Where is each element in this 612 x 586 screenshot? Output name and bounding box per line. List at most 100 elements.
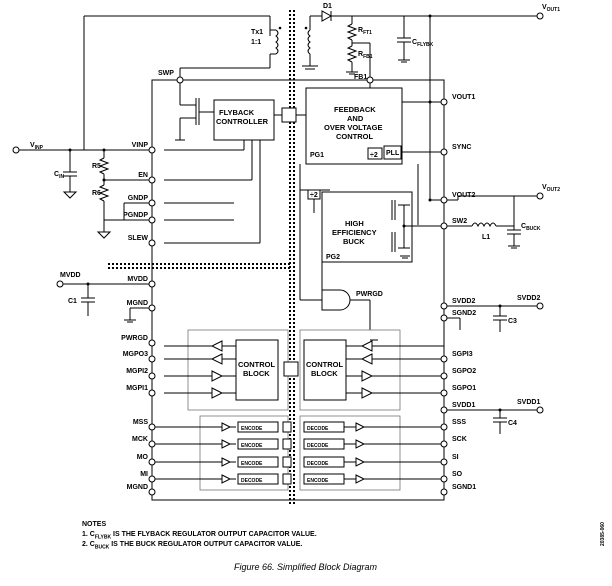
left-pin	[148, 339, 156, 347]
resistor-r5	[98, 157, 110, 175]
label-ratio: 1:1	[251, 39, 261, 46]
right-pin	[440, 314, 448, 322]
left-pin-label: SLEW	[128, 235, 149, 242]
right-pin-label: SGND2	[452, 310, 476, 317]
left-pin-label: MGPI2	[126, 368, 148, 375]
secondary-control-title-1: CONTROL	[306, 360, 343, 369]
vinp-terminal	[12, 146, 20, 154]
label-div2-b: ÷2	[310, 192, 318, 199]
left-pin	[148, 372, 156, 380]
divide-by-2-a	[367, 147, 383, 160]
label-pg2: PG2	[326, 254, 340, 261]
figure-caption: Figure 66. Simplified Block Diagram	[234, 562, 378, 572]
left-pin-label: MCK	[132, 436, 148, 443]
left-pin	[148, 304, 156, 312]
document-id: 20385-060	[600, 522, 606, 546]
primary-control-title-2: BLOCK	[243, 369, 270, 378]
label-pll: PLL	[386, 150, 400, 157]
label-cin: CIN	[54, 171, 64, 180]
vout1-terminal	[536, 12, 544, 20]
left-pin	[148, 176, 156, 184]
codec-label: ENCODE	[307, 478, 329, 484]
label-pwrgd-gate: PWRGD	[356, 291, 383, 298]
right-pin-label: SYNC	[452, 144, 471, 151]
left-pin	[148, 488, 156, 496]
secondary-control-block	[303, 339, 347, 401]
left-pin-label: VINP	[132, 142, 149, 149]
flyback-title-1: FLYBACK	[219, 108, 255, 117]
left-pin	[148, 199, 156, 207]
right-pin-column: VOUT1SYNCVOUT2SW2SVDD2SGND2SGPI3SGPO2SGP…	[440, 94, 476, 496]
left-pin-label: EN	[138, 172, 148, 179]
right-pin	[440, 355, 448, 363]
right-pin-label: SGPO2	[452, 368, 476, 375]
left-pin	[148, 216, 156, 224]
isolation-transformer-spi	[282, 438, 292, 450]
resistor-r6	[98, 184, 110, 202]
label-mvdd-net: MVDD	[60, 272, 81, 279]
inductor-l1	[471, 222, 497, 228]
label-div2-a: ÷2	[370, 152, 378, 159]
left-pin-label: GNDP	[128, 195, 149, 202]
right-pin	[440, 440, 448, 448]
right-pin-label: SGND1	[452, 484, 476, 491]
buck-title-3: BUCK	[343, 237, 365, 246]
label-r6: R6	[92, 190, 101, 197]
right-pin	[440, 488, 448, 496]
isolation-transformer-spi	[282, 456, 292, 468]
note-2: 2. CBUCK IS THE BUCK REGULATOR OUTPUT CA…	[82, 541, 303, 551]
decode-block-primary	[237, 473, 279, 485]
label-rft1: RFT1	[358, 27, 372, 36]
right-pin-label: SVDD2	[452, 298, 475, 305]
fb1-pin	[366, 76, 374, 84]
label-fb1: FB1	[354, 74, 367, 81]
notes-heading: NOTES	[82, 521, 107, 528]
left-pin-label: PWRGD	[121, 335, 148, 342]
encode-block-primary	[237, 456, 279, 468]
left-pin-label: MGND	[127, 300, 148, 307]
label-vinp: VINP	[30, 142, 44, 151]
isolation-transformer-spi	[282, 473, 292, 485]
left-pin	[148, 423, 156, 431]
codec-label: DECODE	[307, 461, 329, 467]
right-pin	[440, 406, 448, 414]
label-cflybk: CFLYBK	[412, 39, 434, 48]
left-pin	[148, 146, 156, 154]
resistor-rft1	[346, 23, 358, 41]
left-pin-column: SWPVINPENGNDPPGNDPSLEWMVDDMGNDPWRGDMGPO3…	[121, 70, 184, 496]
right-pin	[440, 222, 448, 230]
vout2-terminal	[536, 192, 544, 200]
left-pin-label: MGND	[127, 484, 148, 491]
label-vout1: VOUT1	[542, 4, 560, 13]
right-pin-label: SGPO1	[452, 385, 476, 392]
label-l1: L1	[482, 234, 490, 241]
right-pin-label: SVDD1	[452, 402, 475, 409]
left-pin	[148, 475, 156, 483]
left-pin	[148, 440, 156, 448]
right-pin-label: SGPI3	[452, 351, 473, 358]
codec-label: ENCODE	[241, 426, 263, 432]
right-pin	[440, 302, 448, 310]
right-pin	[440, 458, 448, 466]
codec-label: ENCODE	[241, 443, 263, 449]
flyback-controller-block	[213, 99, 275, 141]
right-pin	[440, 372, 448, 380]
fb-title-4: CONTROL	[336, 132, 373, 141]
label-cbuck: CBUCK	[521, 223, 541, 232]
left-pin	[148, 389, 156, 397]
svdd1-terminal	[536, 406, 544, 414]
right-pin	[440, 148, 448, 156]
secondary-control-title-2: BLOCK	[311, 369, 338, 378]
primary-control-block	[235, 339, 279, 401]
flyback-title-2: CONTROLLER	[216, 117, 269, 126]
note-1: 1. CFLYBK IS THE FLYBACK REGULATOR OUTPU…	[82, 531, 317, 541]
buck-title-2: EFFICIENCY	[332, 228, 377, 237]
label-pg1: PG1	[310, 152, 324, 159]
label-svdd1-net: SVDD1	[517, 399, 540, 406]
right-pin	[440, 389, 448, 397]
right-pin-label: VOUT2	[452, 192, 475, 199]
right-pin-label: SCK	[452, 436, 467, 443]
label-d1: D1	[323, 3, 332, 10]
